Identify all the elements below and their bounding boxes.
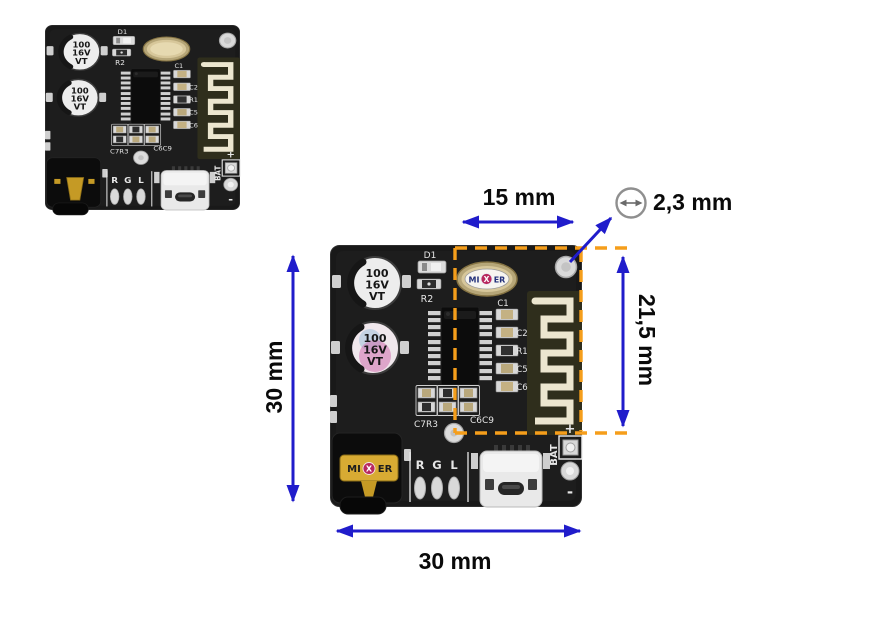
- silk-label-g: G: [124, 176, 131, 186]
- pcb-photo-large: 100 16V VT 100 16V VT D1 R2: [330, 245, 583, 515]
- silk-label-c1: C1: [497, 299, 508, 309]
- silk-label-bat: BAT: [213, 166, 222, 181]
- silk-label-c6c9: C6C9: [470, 416, 494, 426]
- board-height-label: 30 mm: [261, 340, 287, 414]
- edge-pads: [330, 395, 411, 461]
- silk-label-r1: R1: [189, 97, 198, 104]
- micro-usb-port: [471, 445, 550, 508]
- via-hole: [443, 422, 465, 444]
- electrolytic-capacitor-2: 100 16V VT: [45, 78, 107, 117]
- electrolytic-capacitor-1: 100 16V VT: [332, 256, 411, 310]
- svg-text:VT: VT: [367, 355, 384, 368]
- crystal-oscillator: [142, 36, 191, 62]
- svg-text:16V: 16V: [363, 344, 387, 357]
- svg-text:VT: VT: [75, 56, 88, 66]
- rgl-pads: R G L: [409, 452, 469, 502]
- audio-jack: [46, 157, 102, 216]
- silk-label-plus: +: [227, 150, 235, 160]
- pcb-antenna: [527, 291, 582, 435]
- svg-text:VT: VT: [74, 102, 87, 112]
- brand-suffix: ER: [378, 464, 393, 475]
- silk-label-r: R: [416, 458, 425, 472]
- silk-label-c1: C1: [174, 63, 183, 70]
- silk-label-c6c9: C6C9: [153, 145, 172, 153]
- brand-badge: X: [484, 275, 490, 284]
- silk-label-l: L: [138, 176, 144, 186]
- diode-d1: D1 R2: [112, 28, 136, 68]
- silk-label-r2: R2: [115, 59, 125, 68]
- silk-label-c2: C2: [189, 84, 198, 91]
- pcb-antenna: [197, 57, 240, 160]
- main-ic: [120, 68, 171, 125]
- battery-pads: + BAT -: [549, 422, 583, 501]
- silk-label-r2: R2: [421, 294, 434, 305]
- pcb-board-large: 100 16V VT 100 16V VT D1 R2: [330, 245, 583, 515]
- hole-diameter-label: 2,3 mm: [653, 189, 733, 215]
- module-width-label: 15 mm: [482, 184, 556, 210]
- silk-label-c6: C6: [516, 383, 527, 393]
- silk-label-bat: BAT: [549, 444, 560, 466]
- battery-pads: + BAT -: [213, 150, 241, 206]
- silk-label-c2: C2: [516, 329, 527, 339]
- brand-badge-circle: [362, 462, 376, 475]
- electrolytic-capacitor-2: 100 16V VT: [331, 321, 409, 375]
- svg-text:16V: 16V: [72, 48, 91, 58]
- cap-label: 100: [73, 40, 91, 50]
- svg-text:100: 100: [71, 86, 89, 96]
- silk-label-g: G: [432, 458, 441, 472]
- hole-callout-circle: [615, 187, 647, 219]
- svg-text:100: 100: [364, 332, 387, 345]
- micro-usb-port: [154, 166, 216, 211]
- svg-text:VT: VT: [369, 290, 386, 303]
- main-ic: [428, 306, 492, 386]
- silk-label-c5: C5: [516, 365, 527, 375]
- pcb-board-small: 100 16V VT 100 16V VT D1 R2: [45, 25, 241, 216]
- silk-label-minus: -: [567, 483, 573, 501]
- brand-badge: X: [366, 465, 373, 474]
- smd-cluster-center: C7R3 C6C9: [110, 123, 172, 156]
- diode-d1: D1 R2: [416, 251, 447, 305]
- silk-label-c6: C6: [189, 123, 198, 130]
- edge-pads: [45, 130, 108, 178]
- electrolytic-capacitor-1: 100 16V VT: [46, 32, 108, 71]
- board-width-label: 30 mm: [418, 548, 492, 574]
- pcb-photo-small: 100 16V VT 100 16V VT D1 R2: [45, 25, 241, 216]
- silk-label-c5: C5: [189, 110, 198, 117]
- svg-text:16V: 16V: [365, 279, 389, 292]
- silk-label-minus: -: [228, 193, 233, 205]
- brand-sticker-jack: MI X ER: [339, 454, 399, 482]
- smd-cluster-center: C7R3 C6C9: [414, 385, 494, 430]
- svg-text:16V: 16V: [71, 94, 90, 104]
- silk-label-plus: +: [565, 422, 576, 437]
- silk-label-r1: R1: [516, 347, 527, 357]
- audio-jack: MI X ER: [331, 432, 403, 515]
- crystal-oscillator: MI X ER: [456, 261, 518, 297]
- silk-label-l: L: [450, 458, 458, 472]
- brand-sticker-crystal: MI X ER: [464, 268, 510, 290]
- silk-label-c7r3: C7R3: [414, 420, 438, 430]
- silk-label-r: R: [111, 176, 118, 186]
- smd-column-right: C1 C2 R1 C5 C6: [495, 299, 528, 393]
- brand-suffix: ER: [494, 276, 506, 285]
- silk-label-c7r3: C7R3: [110, 148, 129, 156]
- module-height-label: 21,5 mm: [634, 293, 660, 387]
- brand-badge-circle: [480, 273, 493, 285]
- brand-prefix: MI: [469, 276, 480, 285]
- mounting-hole: [554, 255, 578, 279]
- smd-column-right: C1 C2 R1 C5 C6: [173, 63, 198, 129]
- silk-label-d1: D1: [117, 28, 127, 36]
- via-hole: [133, 150, 149, 165]
- rgl-pads: R G L: [106, 171, 153, 207]
- silk-label-d1: D1: [424, 251, 437, 261]
- brand-prefix: MI: [347, 464, 361, 475]
- svg-text:100: 100: [366, 267, 389, 280]
- mounting-hole: [218, 32, 237, 49]
